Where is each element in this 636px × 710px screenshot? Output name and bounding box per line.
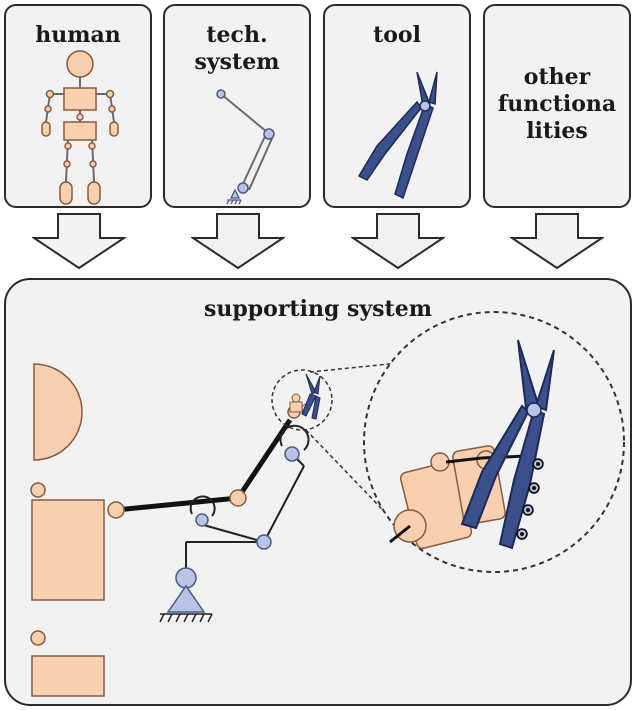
- card-other-functionalities: other functiona lities: [483, 4, 631, 208]
- card-tool: tool: [323, 4, 471, 208]
- card-human: human: [4, 4, 152, 208]
- card-tech-system: tech. system: [163, 4, 311, 208]
- arrow-down-icon: [510, 213, 604, 270]
- robot-arm-icon: [216, 89, 275, 205]
- arrow-down-icon: [32, 213, 126, 270]
- zoom-source-circle: [271, 369, 333, 431]
- arrow-down-icon: [351, 213, 445, 270]
- pliers-icon: [357, 71, 438, 200]
- card-tool-title: tool: [373, 22, 421, 48]
- card-human-title: human: [35, 22, 121, 48]
- supporting-system-panel: supporting system: [4, 278, 632, 706]
- human-figure-icon: [41, 50, 119, 205]
- supporting-system-title: supporting system: [204, 296, 432, 322]
- supporting-system-illustration: [30, 311, 625, 697]
- card-other-functionalities-title: other functiona lities: [497, 64, 617, 144]
- human-body: [30, 363, 105, 697]
- arrow-down-icon: [191, 213, 285, 270]
- card-tech-system-title: tech. system: [194, 22, 280, 75]
